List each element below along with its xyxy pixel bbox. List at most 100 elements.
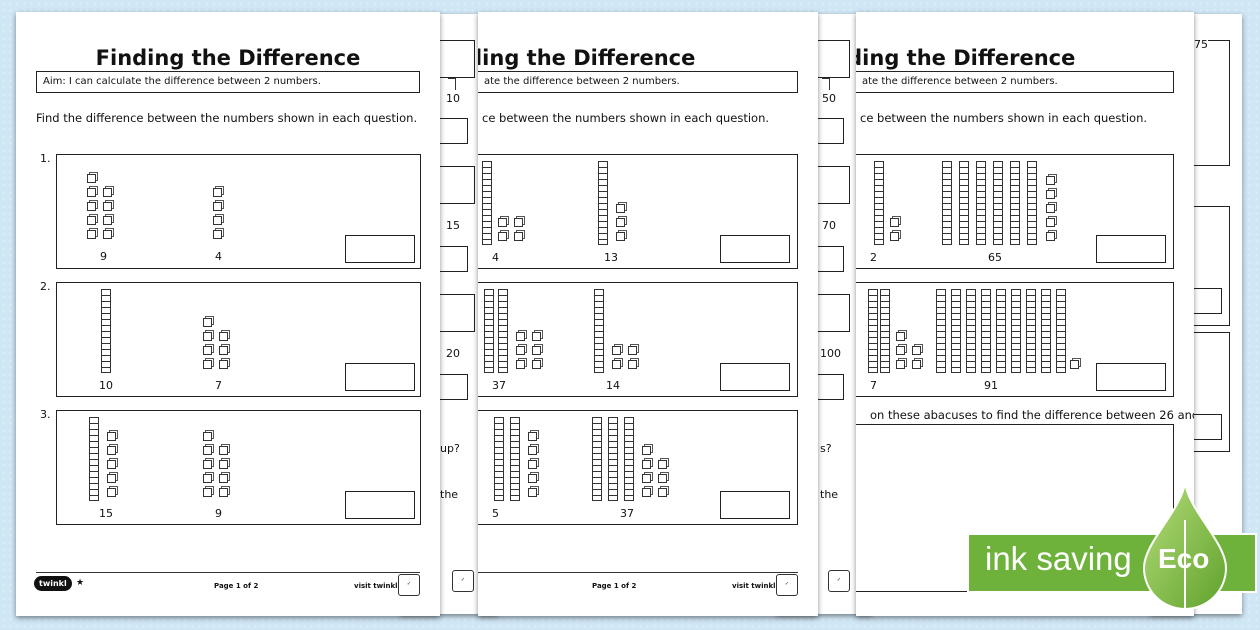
s2-q3-rod-5 [624,417,634,501]
worksheet-title: Finding the Difference [95,46,361,70]
ten-rod [951,289,961,373]
ten-rod [993,161,1003,245]
question-1-label-b: 4 [215,250,222,263]
unit-cube [642,488,651,497]
unit-cube [219,332,228,341]
s3-q1-blocks-b [1046,175,1066,245]
unit-cube [219,488,228,497]
question-3-label-b: 9 [215,507,222,520]
ten-rod [1056,289,1066,373]
s3-question-1-box: 2 65 [856,154,1174,269]
unit-cube [203,346,212,355]
unit-cube [219,360,228,369]
question-1-label-a: 9 [100,250,107,263]
ten-rod [1011,289,1021,373]
question-1-box: 9 4 [56,154,421,269]
unit-cube [612,360,621,369]
question-3-blocks-b [203,425,243,501]
back-sheet-b-bracket-1 [822,78,830,90]
s2-q1-blocks-a [498,215,538,245]
s3-q1-rod-a [874,161,884,245]
unit-cube [1046,176,1055,185]
ten-rod [1010,161,1020,245]
back-sheet-a-value-2: 15 [446,219,460,232]
unit-cube [890,232,899,241]
s2-q2-rod-2 [498,289,508,373]
ten-rod [976,161,986,245]
unit-cube [87,174,96,183]
back-sheet-c-value-1: 75 [1194,38,1208,51]
s3-q2-blocks-a [896,317,936,373]
unit-cube [103,230,112,239]
s2-q3-answer-box[interactable] [720,491,790,519]
s3-q1-rods-b [942,161,1052,245]
back-sheet-b-badge: ✓ [828,570,850,592]
question-2-label-b: 7 [215,379,222,392]
s3-q2-answer-box[interactable] [1096,363,1166,391]
unit-cube [612,346,621,355]
s3-q2-rods-b [936,289,1086,373]
back-sheet-a-badge: ✓ [452,570,474,592]
unit-cube [896,332,905,341]
back-sheet-b-value-2: 70 [822,219,836,232]
back-sheet-a-value-1: 10 [446,92,460,105]
s2-q2-answer-box[interactable] [720,363,790,391]
unit-cube [219,460,228,469]
back-sheet-a-the-fragment: the [440,488,459,501]
page-number: Page 1 of 2 [214,582,259,590]
unit-cube [1046,204,1055,213]
unit-cube [532,346,541,355]
s2-q2-label-b: 14 [606,379,620,392]
visit-link: visit twinkl.com [354,582,417,590]
s2-q2-rod-1 [484,289,494,373]
s2-q3-label-b: 37 [620,507,634,520]
ten-rod [868,289,878,373]
s3-q1-answer-box[interactable] [1096,235,1166,263]
question-3-box-2: 5 37 [478,410,798,525]
s2-q2-blocks-b [612,345,652,373]
unit-cube [213,230,222,239]
s2-q3-rod-4 [608,417,618,501]
s2-q2-label-a: 37 [492,379,506,392]
s2-q1-label-a: 4 [492,251,499,264]
unit-cube [1070,360,1079,369]
eco-badge-label: Eco [1158,543,1210,574]
unit-cube [912,360,921,369]
s3-question-2-box: 7 91 [856,282,1174,397]
unit-cube [896,346,905,355]
unit-cube [1046,218,1055,227]
worksheet-page-1: Finding the Difference Aim: I can calcul… [16,12,440,616]
question-3-answer-box[interactable] [345,491,415,519]
unit-cube [514,218,523,227]
unit-cube [213,188,222,197]
eco-leaf-icon [1142,481,1228,610]
question-1-blocks-a [87,173,127,243]
unit-cube [107,432,116,441]
visit-link-2: visit twinkl.com [732,582,795,590]
question-2-answer-box[interactable] [345,363,415,391]
question-2-box: 10 7 [56,282,421,397]
unit-cube [203,488,212,497]
twinkl-logo: twinkl [34,576,72,591]
unit-cube [219,474,228,483]
unit-cube [616,232,625,241]
footer-divider-2 [478,572,798,573]
unit-cube [532,360,541,369]
s3-q1-blocks-a [890,217,910,245]
unit-cube [514,232,523,241]
question-3-number: 3. [40,408,51,421]
aim-box: Aim: I can calculate the difference betw… [36,71,420,93]
s2-q1-answer-box[interactable] [720,235,790,263]
unit-cube [528,446,537,455]
unit-cube [642,474,651,483]
question-1-answer-box[interactable] [345,235,415,263]
unit-cube [628,360,637,369]
ten-rod [981,289,991,373]
back-sheet-b-question-fragment: s? [820,442,832,455]
page-number-2: Page 1 of 2 [592,582,637,590]
unit-cube [616,204,625,213]
unit-cube [87,216,96,225]
unit-cube [528,474,537,483]
unit-cube [203,474,212,483]
footer-divider [36,572,420,573]
